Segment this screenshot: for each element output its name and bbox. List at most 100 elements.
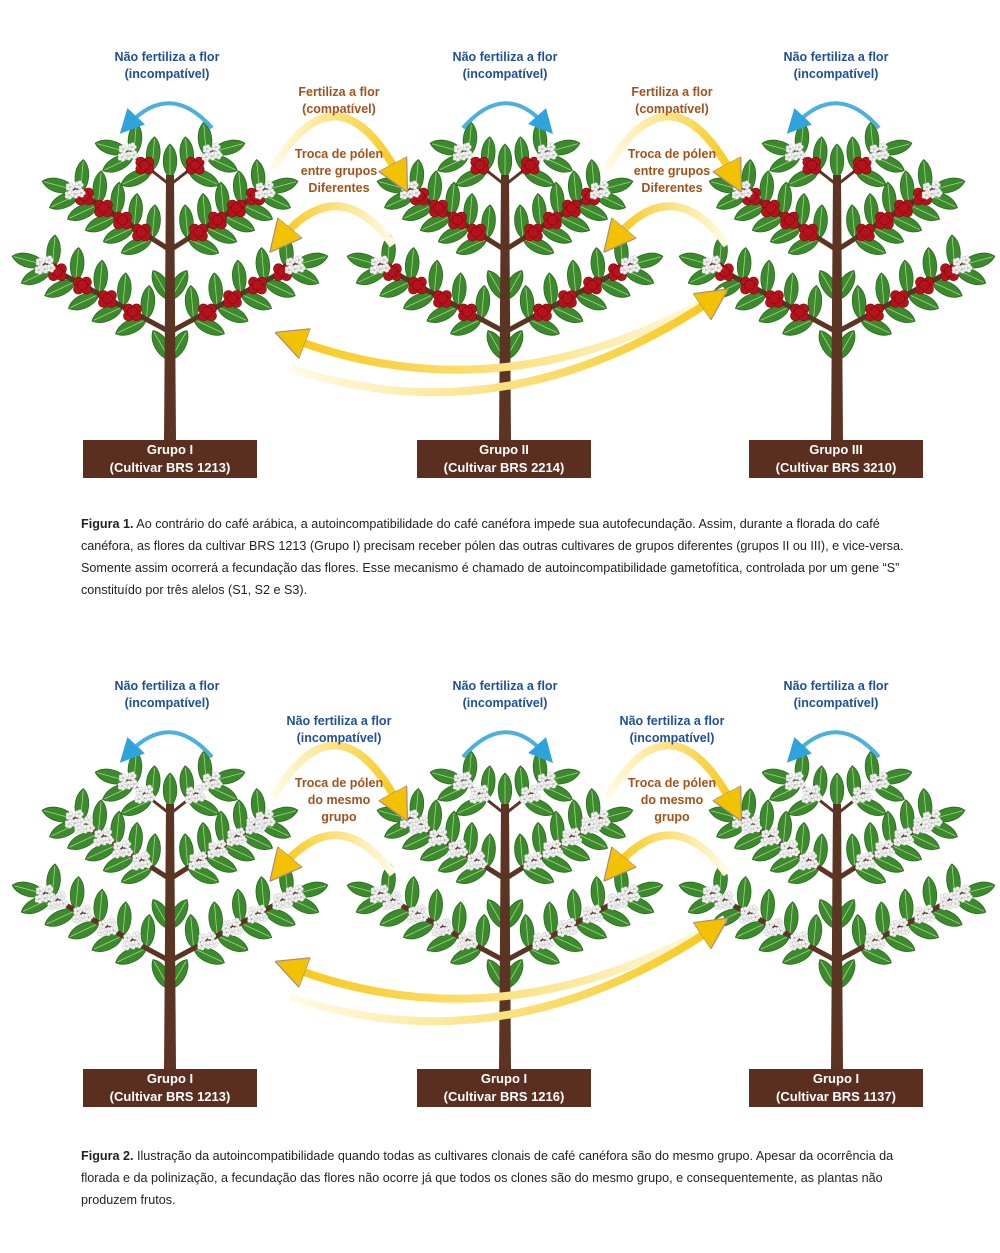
leaf-vein bbox=[224, 216, 253, 230]
leaf-vein bbox=[69, 204, 98, 219]
flower-petal bbox=[534, 792, 540, 798]
flower-petal bbox=[872, 144, 877, 149]
berry-cluster bbox=[740, 276, 759, 295]
leaf-vein bbox=[87, 845, 116, 859]
flower-petal bbox=[597, 912, 602, 917]
flower-petal bbox=[137, 794, 142, 800]
flower-petal bbox=[50, 901, 55, 906]
flower-cluster bbox=[784, 771, 806, 791]
leaf-vein bbox=[151, 835, 156, 867]
leaf bbox=[807, 284, 823, 320]
berry bbox=[856, 159, 868, 171]
flower-cluster bbox=[779, 839, 801, 859]
leaf bbox=[110, 810, 125, 846]
berry-cluster bbox=[429, 199, 448, 218]
leaf bbox=[428, 259, 443, 295]
flower-petal bbox=[210, 849, 215, 854]
leaf bbox=[184, 913, 200, 949]
flower-petal bbox=[622, 894, 627, 899]
berry bbox=[474, 159, 486, 171]
flower-cluster bbox=[93, 827, 115, 847]
self-incompatible-label-6: Não fertiliza a flor(incompatível) bbox=[783, 679, 889, 710]
flower-petal bbox=[773, 827, 778, 832]
flower-petal bbox=[799, 150, 804, 155]
flower-petal bbox=[868, 851, 873, 856]
flower-petal bbox=[549, 142, 554, 147]
flower-petal bbox=[871, 781, 876, 786]
berry-cluster bbox=[383, 263, 402, 282]
leaf bbox=[92, 170, 107, 206]
flower-petal bbox=[536, 851, 541, 856]
leaf-vein bbox=[51, 865, 56, 897]
flower-cluster bbox=[523, 851, 545, 871]
flower-petal bbox=[120, 152, 125, 157]
leaf-vein bbox=[577, 204, 606, 219]
flower-petal bbox=[384, 892, 389, 897]
leaf bbox=[405, 247, 420, 282]
flower-petal bbox=[121, 773, 126, 778]
flower-petal bbox=[97, 829, 102, 834]
flower-petal bbox=[925, 811, 930, 816]
flower-petal bbox=[787, 152, 792, 157]
flower-cluster bbox=[64, 809, 86, 829]
flower-petal bbox=[267, 180, 272, 185]
flower-petal bbox=[410, 914, 415, 919]
berry bbox=[528, 226, 539, 238]
leaf-vein bbox=[97, 172, 102, 204]
flower-petal bbox=[522, 794, 528, 800]
flower-petal bbox=[372, 894, 377, 899]
flower-petal bbox=[929, 912, 934, 917]
flower-petal bbox=[436, 919, 441, 925]
leaf-vein bbox=[237, 262, 242, 294]
flower-petal bbox=[288, 886, 293, 891]
flower-petal bbox=[68, 811, 73, 816]
self-pollination-arrow bbox=[119, 101, 214, 134]
leaf-vein bbox=[541, 227, 571, 242]
flower-petal bbox=[915, 825, 920, 830]
flower-cluster bbox=[532, 931, 554, 951]
self-pollination-arrow bbox=[461, 730, 553, 763]
leaf bbox=[67, 831, 99, 850]
leaf-vein bbox=[241, 294, 270, 308]
flower-petal bbox=[269, 817, 274, 822]
flower-petal bbox=[540, 773, 545, 778]
berry bbox=[919, 279, 930, 291]
flower-petal bbox=[214, 771, 219, 776]
flower-petal bbox=[372, 265, 377, 270]
leaf-vein bbox=[800, 195, 805, 227]
cross-pollination-arrow-left bbox=[280, 202, 397, 245]
leaf-vein bbox=[742, 249, 746, 281]
berry bbox=[744, 279, 755, 291]
leaf-vein bbox=[789, 238, 819, 253]
flower-petal bbox=[586, 906, 591, 911]
flower-petal bbox=[705, 257, 710, 262]
flower-petal bbox=[576, 835, 581, 840]
flower-petal bbox=[954, 265, 959, 270]
flower-petal bbox=[793, 933, 798, 938]
leaf-vein bbox=[457, 274, 462, 306]
leaf-vein bbox=[765, 262, 770, 294]
leaf-vein bbox=[188, 238, 218, 253]
flower-petal bbox=[906, 827, 911, 832]
leaf-vein bbox=[122, 238, 152, 253]
flower-petal bbox=[299, 263, 304, 268]
berry-cluster bbox=[98, 290, 117, 308]
leaf bbox=[208, 901, 223, 937]
berry-cluster bbox=[185, 156, 205, 175]
berry bbox=[898, 202, 909, 214]
leaf bbox=[70, 247, 85, 282]
cross-pollination-arrow-left bbox=[280, 831, 397, 874]
flower-petal bbox=[456, 144, 461, 149]
flower-cluster bbox=[619, 255, 641, 275]
leaf-vein bbox=[46, 910, 75, 925]
flower-petal bbox=[192, 853, 197, 858]
berry bbox=[894, 293, 905, 304]
flower-petal bbox=[116, 841, 121, 846]
berry bbox=[524, 159, 536, 171]
berry-cluster bbox=[94, 199, 113, 218]
leaf-vein bbox=[450, 184, 455, 216]
flower-cluster bbox=[457, 931, 479, 951]
flower-cluster bbox=[739, 904, 761, 924]
leaf-vein bbox=[600, 281, 629, 296]
leaf-vein bbox=[764, 172, 769, 204]
